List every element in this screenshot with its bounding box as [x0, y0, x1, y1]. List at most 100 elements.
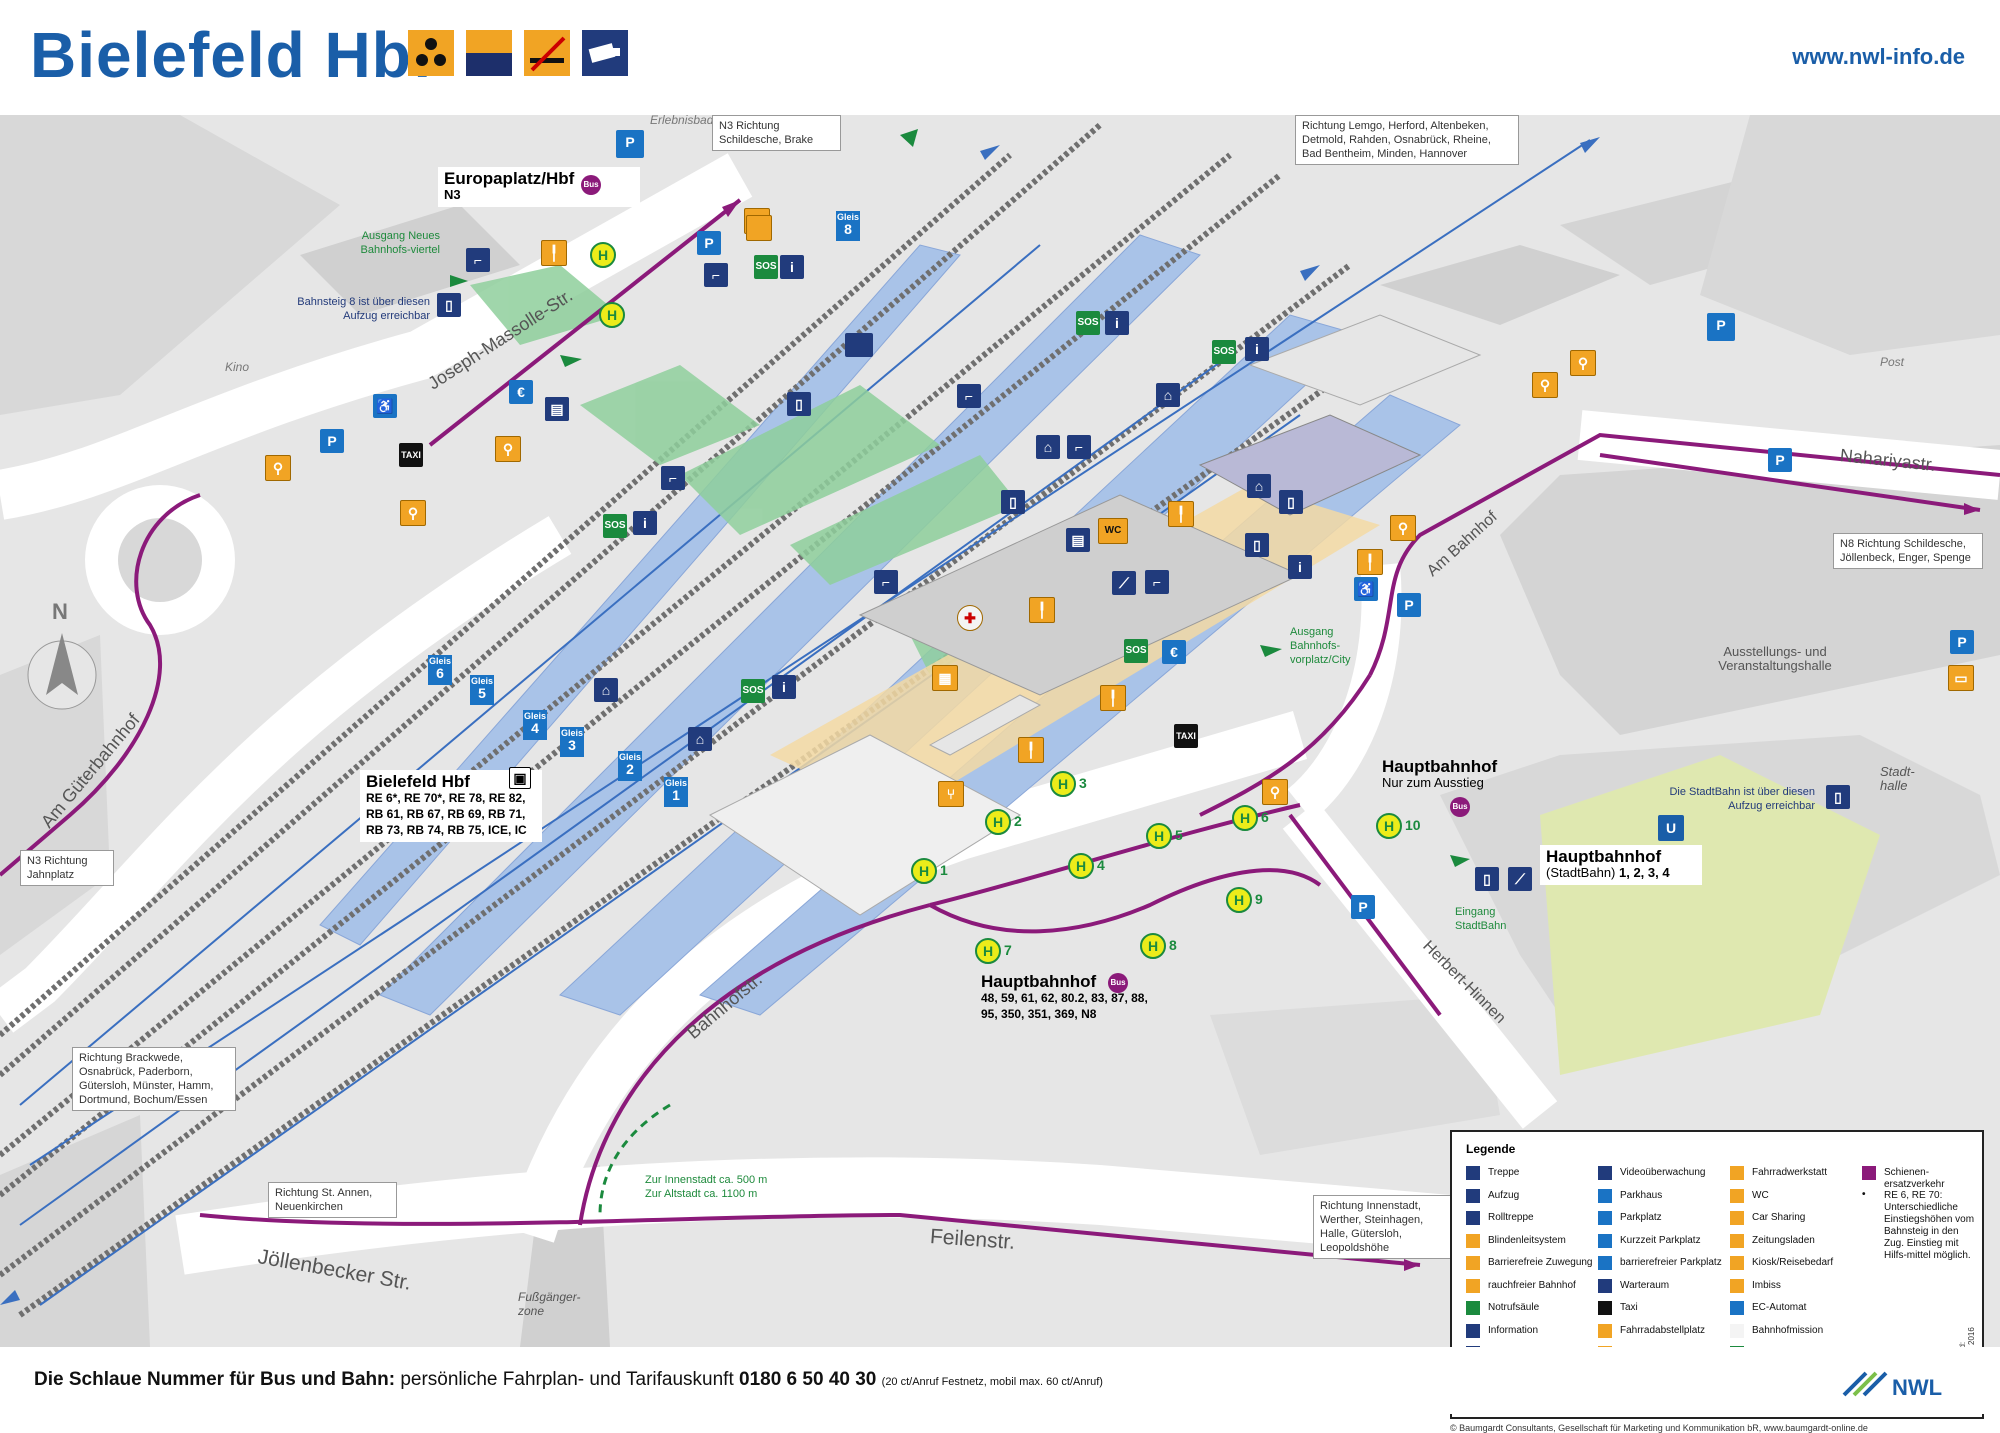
north-label: N	[52, 599, 68, 624]
snack-icon: ╿	[1018, 737, 1044, 763]
legend-swatch	[1466, 1301, 1480, 1315]
footer: Die Schlaue Nummer für Bus und Bahn: per…	[0, 1347, 2000, 1414]
stairs-icon: ⌐	[1145, 570, 1169, 594]
bus-stop-europaplatz-1[interactable]: H	[590, 242, 616, 268]
bus-stop-number: 2	[1014, 813, 1022, 829]
stopbox-hbf-bus[interactable]: Hauptbahnhof 48, 59, 61, 62, 80.2, 83, 8…	[975, 970, 1162, 1026]
bus-stop-5[interactable]: H	[1146, 823, 1172, 849]
legend-swatch	[1598, 1301, 1612, 1315]
bus-stop-1[interactable]: H	[911, 858, 937, 884]
parking-icon: P	[1351, 895, 1375, 919]
legend-swatch	[1862, 1166, 1876, 1180]
legend-label: Bahnhofmission	[1752, 1324, 1824, 1336]
car-sharing-icon: ▭	[1948, 665, 1974, 691]
bus-stop-6[interactable]: H	[1232, 805, 1258, 831]
legend-swatch	[1730, 1256, 1744, 1270]
stop-title: Europaplatz/Hbf	[444, 169, 575, 188]
direction-box-innenstadt: Richtung Innenstadt, Werther, Steinhagen…	[1313, 1195, 1457, 1259]
legend-label: Barrierefreie Zuwegung	[1488, 1257, 1593, 1268]
note-stadtbahn-aufzug: Die StadtBahn ist über diesen Aufzug err…	[1669, 786, 1815, 812]
legend-label: Videoüberwachung	[1620, 1167, 1706, 1178]
snack-icon: ╿	[541, 240, 567, 266]
newspaper-icon: ▦	[932, 665, 958, 691]
stopbox-bielefeld-hbf[interactable]: Bielefeld Hbf RE 6*, RE 70*, RE 78, RE 8…	[360, 770, 542, 842]
hotline-cost: (20 ct/Anruf Festnetz, mobil max. 60 ct/…	[881, 1376, 1103, 1388]
legend-swatch	[1730, 1323, 1744, 1338]
hotline-number[interactable]: 0180 6 50 40 30	[739, 1369, 877, 1390]
label-kino: Kino	[225, 360, 250, 374]
page-title: Bielefeld Hbf	[30, 19, 435, 91]
bus-icon: Bus	[581, 175, 601, 195]
bus-stop-7[interactable]: H	[975, 938, 1001, 964]
legend-label: Parkplatz	[1620, 1212, 1662, 1223]
stop-lines: 1, 2, 3, 4	[1619, 865, 1670, 880]
legend-swatch	[1730, 1188, 1744, 1203]
bike-parking-covered-icon: ⚲	[495, 436, 521, 462]
parking-icon: P	[320, 429, 344, 453]
waiting-room-icon: ⌂	[1156, 383, 1180, 407]
label-erlebnisbad: Erlebnisbad	[650, 113, 714, 127]
stairs-icon: ⌐	[661, 466, 685, 490]
waiting-room-icon: ⌂	[594, 678, 618, 702]
bus-stop-9[interactable]: H	[1226, 887, 1252, 913]
note-altstadt-walk: Zur Altstadt ca. 1100 m	[645, 1188, 758, 1200]
elevator-icon: ▯	[1001, 490, 1025, 514]
bus-stop-10[interactable]: H	[1376, 813, 1402, 839]
stop-title: Hauptbahnhof	[1382, 757, 1498, 776]
bus-stop-number: 10	[1405, 817, 1421, 833]
stopbox-hbf-stadtbahn[interactable]: Hauptbahnhof (StadtBahn) 1, 2, 3, 4	[1540, 845, 1702, 885]
short-term-parking-icon: P	[1768, 448, 1792, 472]
station-map: Erlebnisbad Kino Post Ausstellungs- und …	[0, 113, 2000, 1433]
bus-stop-3[interactable]: H	[1050, 771, 1076, 797]
label-post: Post	[1880, 355, 1905, 369]
escalator-icon: ⟋	[1508, 867, 1532, 891]
stairs-icon: ⌐	[704, 263, 728, 287]
ticket-machine-icon: ▤	[545, 397, 569, 421]
legend-swatch	[1598, 1211, 1612, 1225]
website-url[interactable]: www.nwl-info.de	[1792, 44, 1965, 69]
bus-stop-2[interactable]: H	[985, 809, 1011, 835]
video-surveillance-icon	[582, 30, 628, 76]
bus-stop-8[interactable]: H	[1140, 933, 1166, 959]
note-ausgang-vorplatz: Ausgang Bahnhofs-vorplatz/City	[1290, 626, 1351, 666]
elevator-icon: ▯	[1475, 867, 1499, 891]
information-icon: i	[780, 255, 804, 279]
stop-lines: RE 6*, RE 70*, RE 78, RE 82, RB 61, RB 6…	[366, 791, 527, 837]
snack-icon: ╿	[1100, 685, 1126, 711]
bus-stop-number: 9	[1255, 891, 1263, 907]
legend-label: EC-Automat	[1752, 1302, 1807, 1313]
legend-label: Information	[1488, 1324, 1539, 1336]
snack-icon: ╿	[1168, 501, 1194, 527]
legend-swatch	[1598, 1188, 1612, 1203]
ticket-machine-icon: ▤	[1066, 528, 1090, 552]
ec-atm-icon: €	[509, 380, 533, 404]
legend-label: Fahrradabstellplatz	[1620, 1324, 1706, 1336]
information-icon: i	[1288, 555, 1312, 579]
taxi-icon: TAXI	[1174, 724, 1198, 748]
bus-stop-europaplatz-2[interactable]: H	[599, 302, 625, 328]
legend-label: Treppe	[1488, 1167, 1520, 1178]
legend-label: WC	[1752, 1189, 1769, 1201]
elevator-icon: ▯	[437, 293, 461, 317]
bike-parking-icon: ⚲	[1262, 779, 1288, 805]
stop-sub: Nur zum Ausstieg	[1382, 775, 1484, 790]
sos-icon: SOS	[603, 514, 627, 538]
elevator-icon: ▯	[1279, 490, 1303, 514]
blind-guidance-icon	[408, 30, 454, 76]
bus-stop-4[interactable]: H	[1068, 853, 1094, 879]
bus-stop-number: 6	[1261, 809, 1269, 825]
ubahn-icon: U	[1658, 815, 1684, 841]
bus-icon: Bus	[1108, 973, 1128, 993]
stairs-icon: ⌐	[874, 570, 898, 594]
taxi-icon: TAXI	[399, 443, 423, 467]
sos-icon: SOS	[754, 255, 778, 279]
credit-line: © Baumgardt Consultants, Gesellschaft fü…	[1450, 1423, 1868, 1433]
stopbox-hbf-ausstieg[interactable]: Hauptbahnhof Nur zum Ausstieg	[1376, 755, 1548, 795]
bahnhofmission-icon: ✚	[957, 605, 983, 631]
note-ausgang-neu: Ausgang Neues Bahnhofs-viertel	[360, 230, 441, 256]
stopbox-europaplatz[interactable]: Europaplatz/Hbf N3	[438, 167, 640, 207]
elevator-icon: ▯	[1245, 533, 1269, 557]
